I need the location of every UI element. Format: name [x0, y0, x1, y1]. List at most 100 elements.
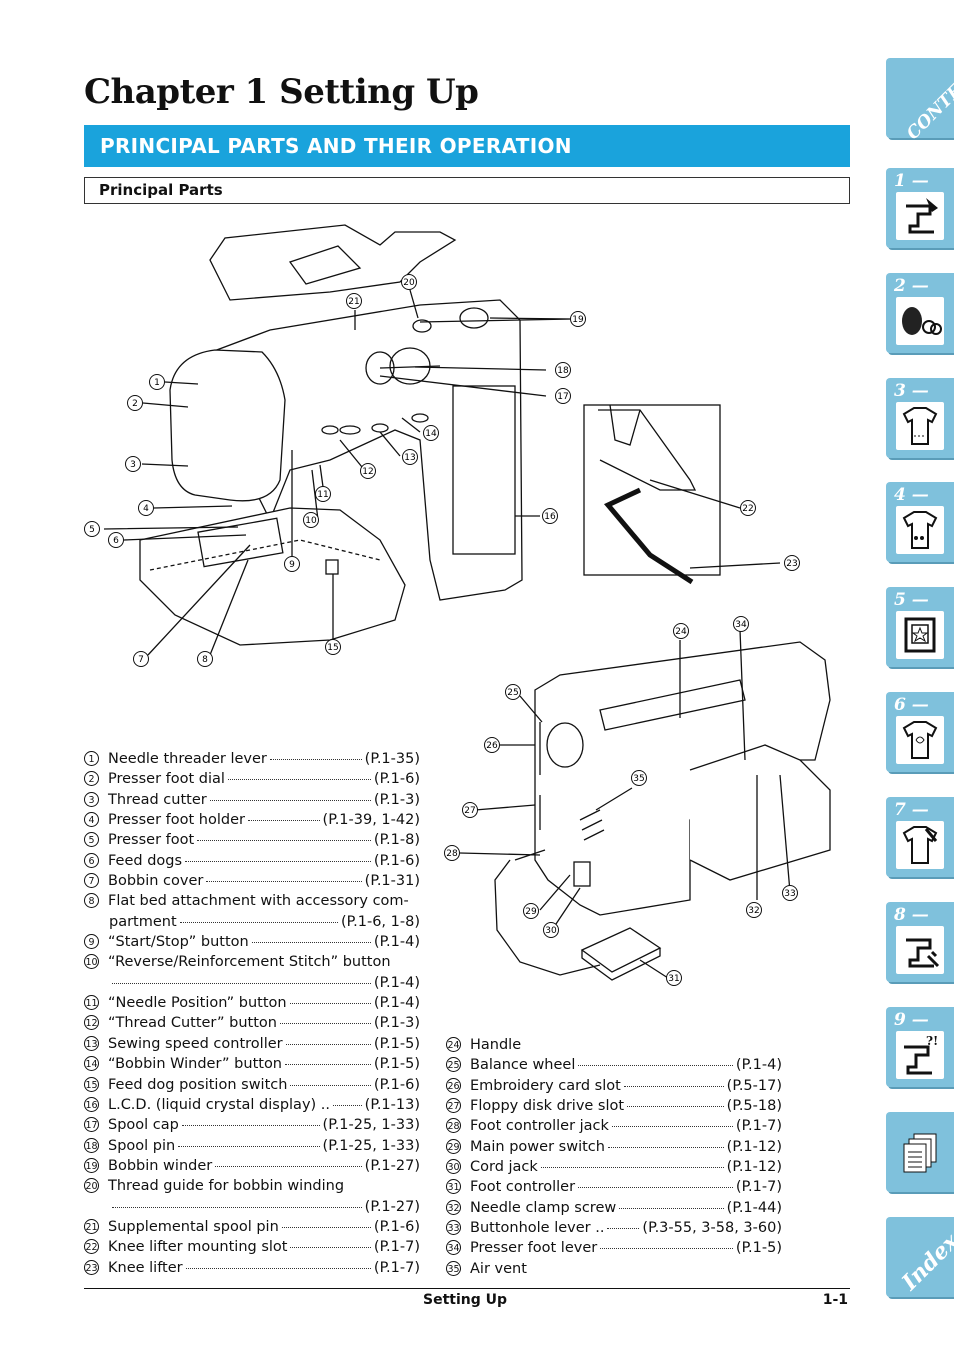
- tab-chapter-3[interactable]: 3 —: [886, 378, 954, 458]
- part-page-ref: (P.1-12): [726, 1159, 782, 1176]
- dot-leader: [607, 1228, 640, 1230]
- callout-number: 8: [202, 655, 208, 665]
- documents-icon: [896, 1128, 944, 1176]
- callout-number: 26: [486, 741, 498, 751]
- part-number-badge: 16: [84, 1096, 99, 1112]
- callout-33: 33: [782, 885, 798, 901]
- callout-30: 30: [543, 922, 559, 938]
- callout-35: 35: [631, 770, 647, 786]
- part-number-badge: 30: [446, 1159, 461, 1175]
- tab-chapter-2[interactable]: 2 —: [886, 273, 954, 353]
- dot-leader: [578, 1187, 733, 1189]
- dot-leader: [251, 942, 371, 944]
- callout-number: 6: [113, 536, 119, 546]
- tab-index[interactable]: Index: [886, 1217, 954, 1297]
- callout-9: 9: [284, 556, 300, 572]
- part-number-badge: 4: [84, 812, 99, 828]
- tab-label: 1 —: [894, 171, 929, 191]
- tshirt-abc-icon: [896, 506, 944, 554]
- callout-number: 3: [130, 460, 136, 470]
- dot-leader: [611, 1126, 733, 1128]
- callout-number: 20: [403, 278, 415, 288]
- rear-machine-drawing: [459, 629, 831, 981]
- callout-number: 33: [784, 889, 795, 899]
- callout-number: 28: [446, 849, 458, 859]
- part-number-badge: 27: [446, 1098, 461, 1114]
- dot-leader: [290, 1247, 371, 1249]
- tab-documents[interactable]: [886, 1112, 954, 1192]
- part-name: “Reverse/Reinforcement Stitch” button: [108, 954, 391, 971]
- dot-leader: [600, 1248, 733, 1250]
- part-list-item: (P.1-4): [84, 975, 420, 995]
- dot-leader: [540, 1167, 724, 1169]
- tab-chapter-9[interactable]: 9 —?!: [886, 1007, 954, 1087]
- tab-label: 9 —: [894, 1010, 929, 1030]
- part-name: L.C.D. (liquid crystal display) ..: [108, 1096, 331, 1113]
- part-number-badge: 11: [84, 995, 99, 1011]
- dot-leader: [227, 779, 371, 781]
- part-list-item: 11“Needle Position” button(P.1-4): [84, 995, 420, 1015]
- tab-chapter-7[interactable]: 7 —: [886, 797, 954, 877]
- dot-leader: [206, 881, 362, 883]
- part-number-badge: 24: [446, 1037, 461, 1052]
- part-number-badge: 19: [84, 1157, 99, 1173]
- tab-label: 6 —: [894, 695, 929, 715]
- dot-leader: [112, 1206, 362, 1208]
- dot-leader: [281, 1226, 371, 1228]
- dot-leader: [112, 982, 371, 984]
- part-list-item: 10 “Reverse/Reinforcement Stitch” button: [84, 954, 420, 974]
- callout-number: 1: [154, 378, 160, 388]
- part-page-ref: (P.1-6): [373, 852, 420, 869]
- part-name: “Bobbin Winder” button: [108, 1056, 282, 1073]
- part-page-ref: (P.1-5): [373, 1056, 420, 1073]
- part-page-ref: (P.1-5): [373, 1035, 420, 1052]
- callout-10: 10: [303, 512, 319, 528]
- tshirt-stitch-icon: [896, 402, 944, 450]
- part-page-ref: (P.1-27): [364, 1157, 420, 1174]
- dot-leader: [247, 820, 320, 822]
- part-number-badge: 29: [446, 1138, 461, 1154]
- callout-7: 7: [133, 651, 149, 667]
- dot-leader: [209, 799, 371, 801]
- part-number-badge: 5: [84, 832, 99, 848]
- part-name: Sewing speed controller: [108, 1035, 283, 1052]
- callout-number: 11: [317, 490, 328, 500]
- callout-number: 19: [572, 315, 584, 325]
- part-page-ref: (P.5-18): [726, 1098, 782, 1115]
- tshirt-embroidery-icon: [896, 716, 944, 764]
- callout-number: 14: [425, 429, 437, 439]
- part-number-badge: 35: [446, 1260, 461, 1276]
- tab-label: 5 —: [894, 590, 929, 610]
- part-number-badge: 28: [446, 1118, 461, 1134]
- tab-chapter-4[interactable]: 4 —: [886, 482, 954, 562]
- machine-troubleshoot-icon: ?!: [896, 1031, 944, 1079]
- dot-leader: [178, 1145, 320, 1147]
- part-name: Main power switch: [470, 1138, 605, 1155]
- tab-chapter-8[interactable]: 8 —: [886, 902, 954, 982]
- part-name: Presser foot dial: [108, 771, 225, 788]
- part-number-badge: 10: [84, 954, 99, 970]
- tab-chapter-5[interactable]: 5 —: [886, 587, 954, 667]
- tab-chapter-6[interactable]: 6 —: [886, 692, 954, 772]
- callout-19: 19: [570, 311, 586, 327]
- part-number-badge: 6: [84, 852, 99, 868]
- chapter-title: Chapter 1 Setting Up: [84, 72, 479, 112]
- part-page-ref: (P.1-25, 1-33): [322, 1137, 420, 1154]
- part-page-ref: (P.1-7): [373, 1259, 420, 1276]
- part-name: Feed dog position switch: [108, 1076, 288, 1093]
- part-page-ref: (P.1-31): [364, 873, 420, 890]
- tab-chapter-1[interactable]: 1 —: [886, 168, 954, 248]
- part-number-badge: 25: [446, 1057, 461, 1073]
- tab-contents[interactable]: CONTENTS: [886, 52, 954, 144]
